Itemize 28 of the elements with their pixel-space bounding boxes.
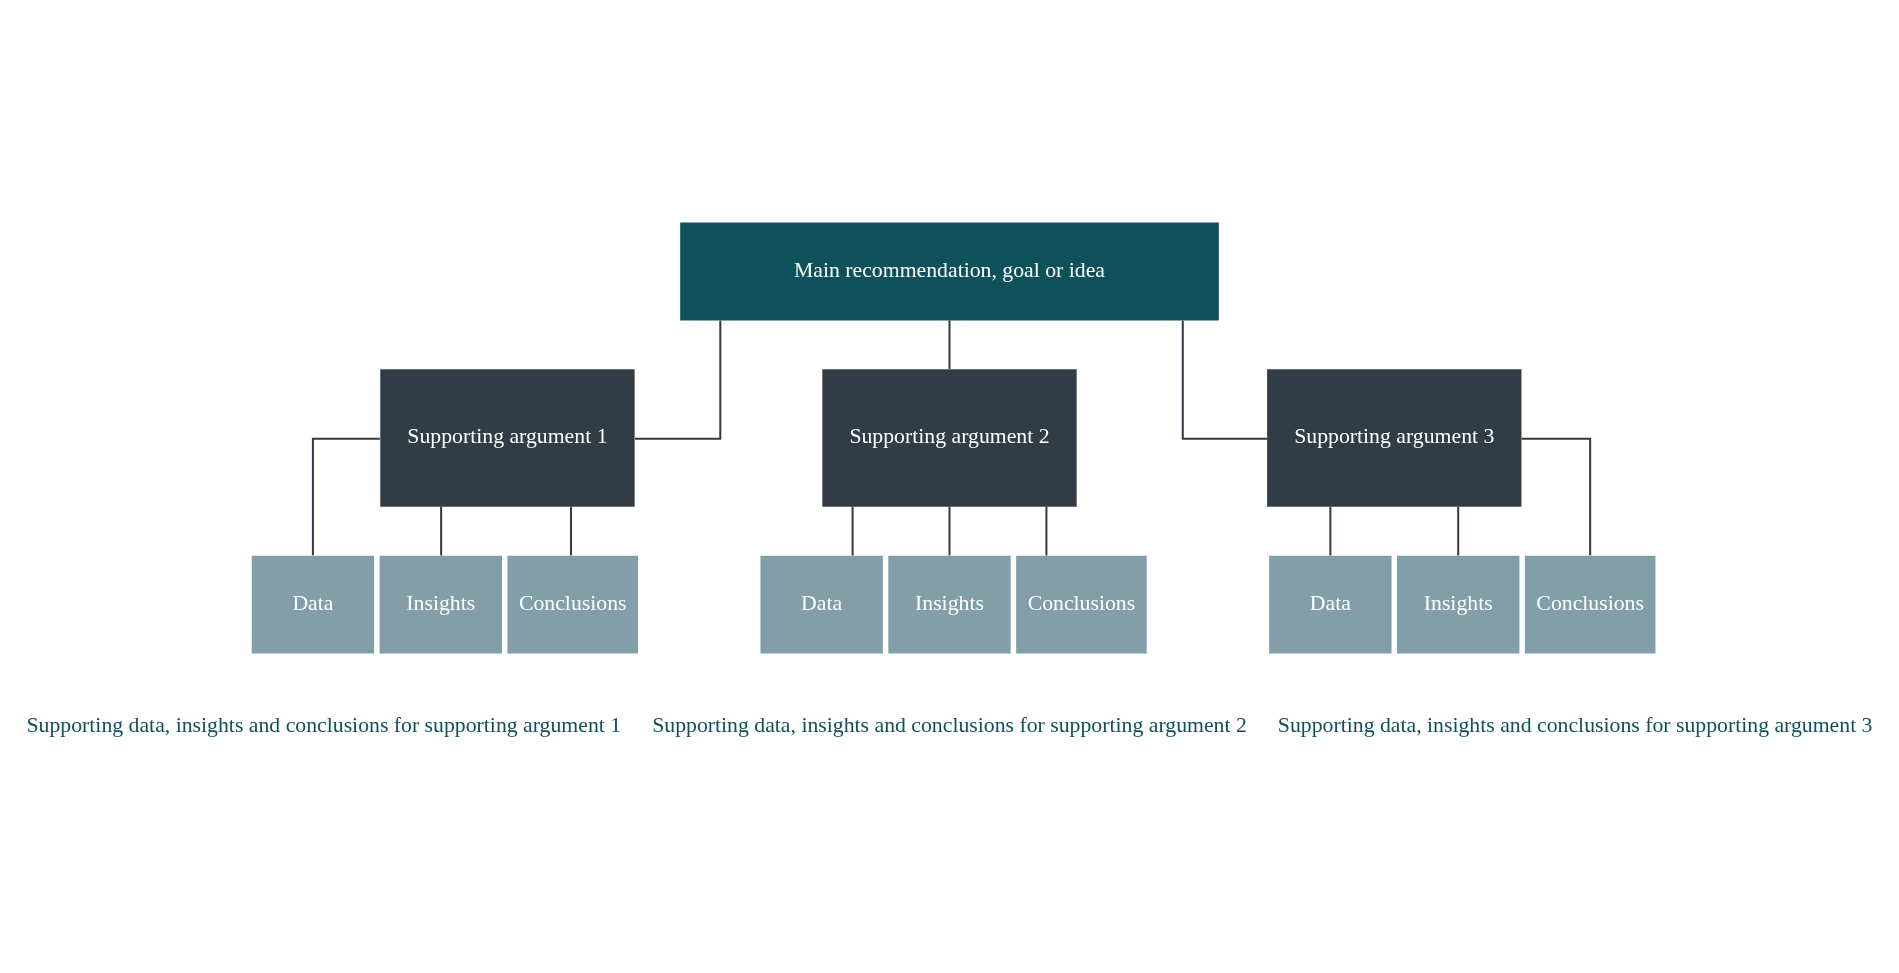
- node-box: Insights: [1397, 555, 1520, 654]
- node-box: Supporting argument 3: [1267, 368, 1522, 507]
- connector: [1181, 320, 1267, 440]
- connector: [311, 437, 380, 555]
- label: Supporting data, insights and conclusions for supporting argument 2: [652, 712, 1247, 737]
- connector: [1045, 506, 1048, 555]
- connector: [570, 506, 573, 555]
- connector: [948, 320, 951, 369]
- node-box: Data: [760, 555, 883, 654]
- connector: [1521, 437, 1592, 555]
- node-box: Supporting argument 1: [380, 368, 635, 507]
- node-box: Insights: [888, 555, 1011, 654]
- node-box: Insights: [379, 555, 502, 654]
- label: Supporting data, insights and conclusions for supporting argument 1: [26, 712, 622, 737]
- node-box: Conclusions: [1016, 555, 1147, 654]
- connector: [851, 506, 854, 555]
- node-box: Data: [251, 555, 375, 654]
- connector: [948, 506, 951, 555]
- node-box: Data: [1269, 555, 1392, 654]
- node-box: Conclusions: [507, 555, 638, 654]
- connector: [634, 320, 722, 440]
- connector: [1457, 506, 1460, 555]
- connector: [1329, 506, 1332, 555]
- connector: [440, 506, 443, 555]
- label: Supporting data, insights and conclusions for supporting argument 3: [1277, 712, 1873, 737]
- node-box: Conclusions: [1524, 555, 1656, 654]
- node-box: Supporting argument 2: [822, 368, 1077, 507]
- node-box: Main recommendation, goal or idea: [680, 221, 1219, 320]
